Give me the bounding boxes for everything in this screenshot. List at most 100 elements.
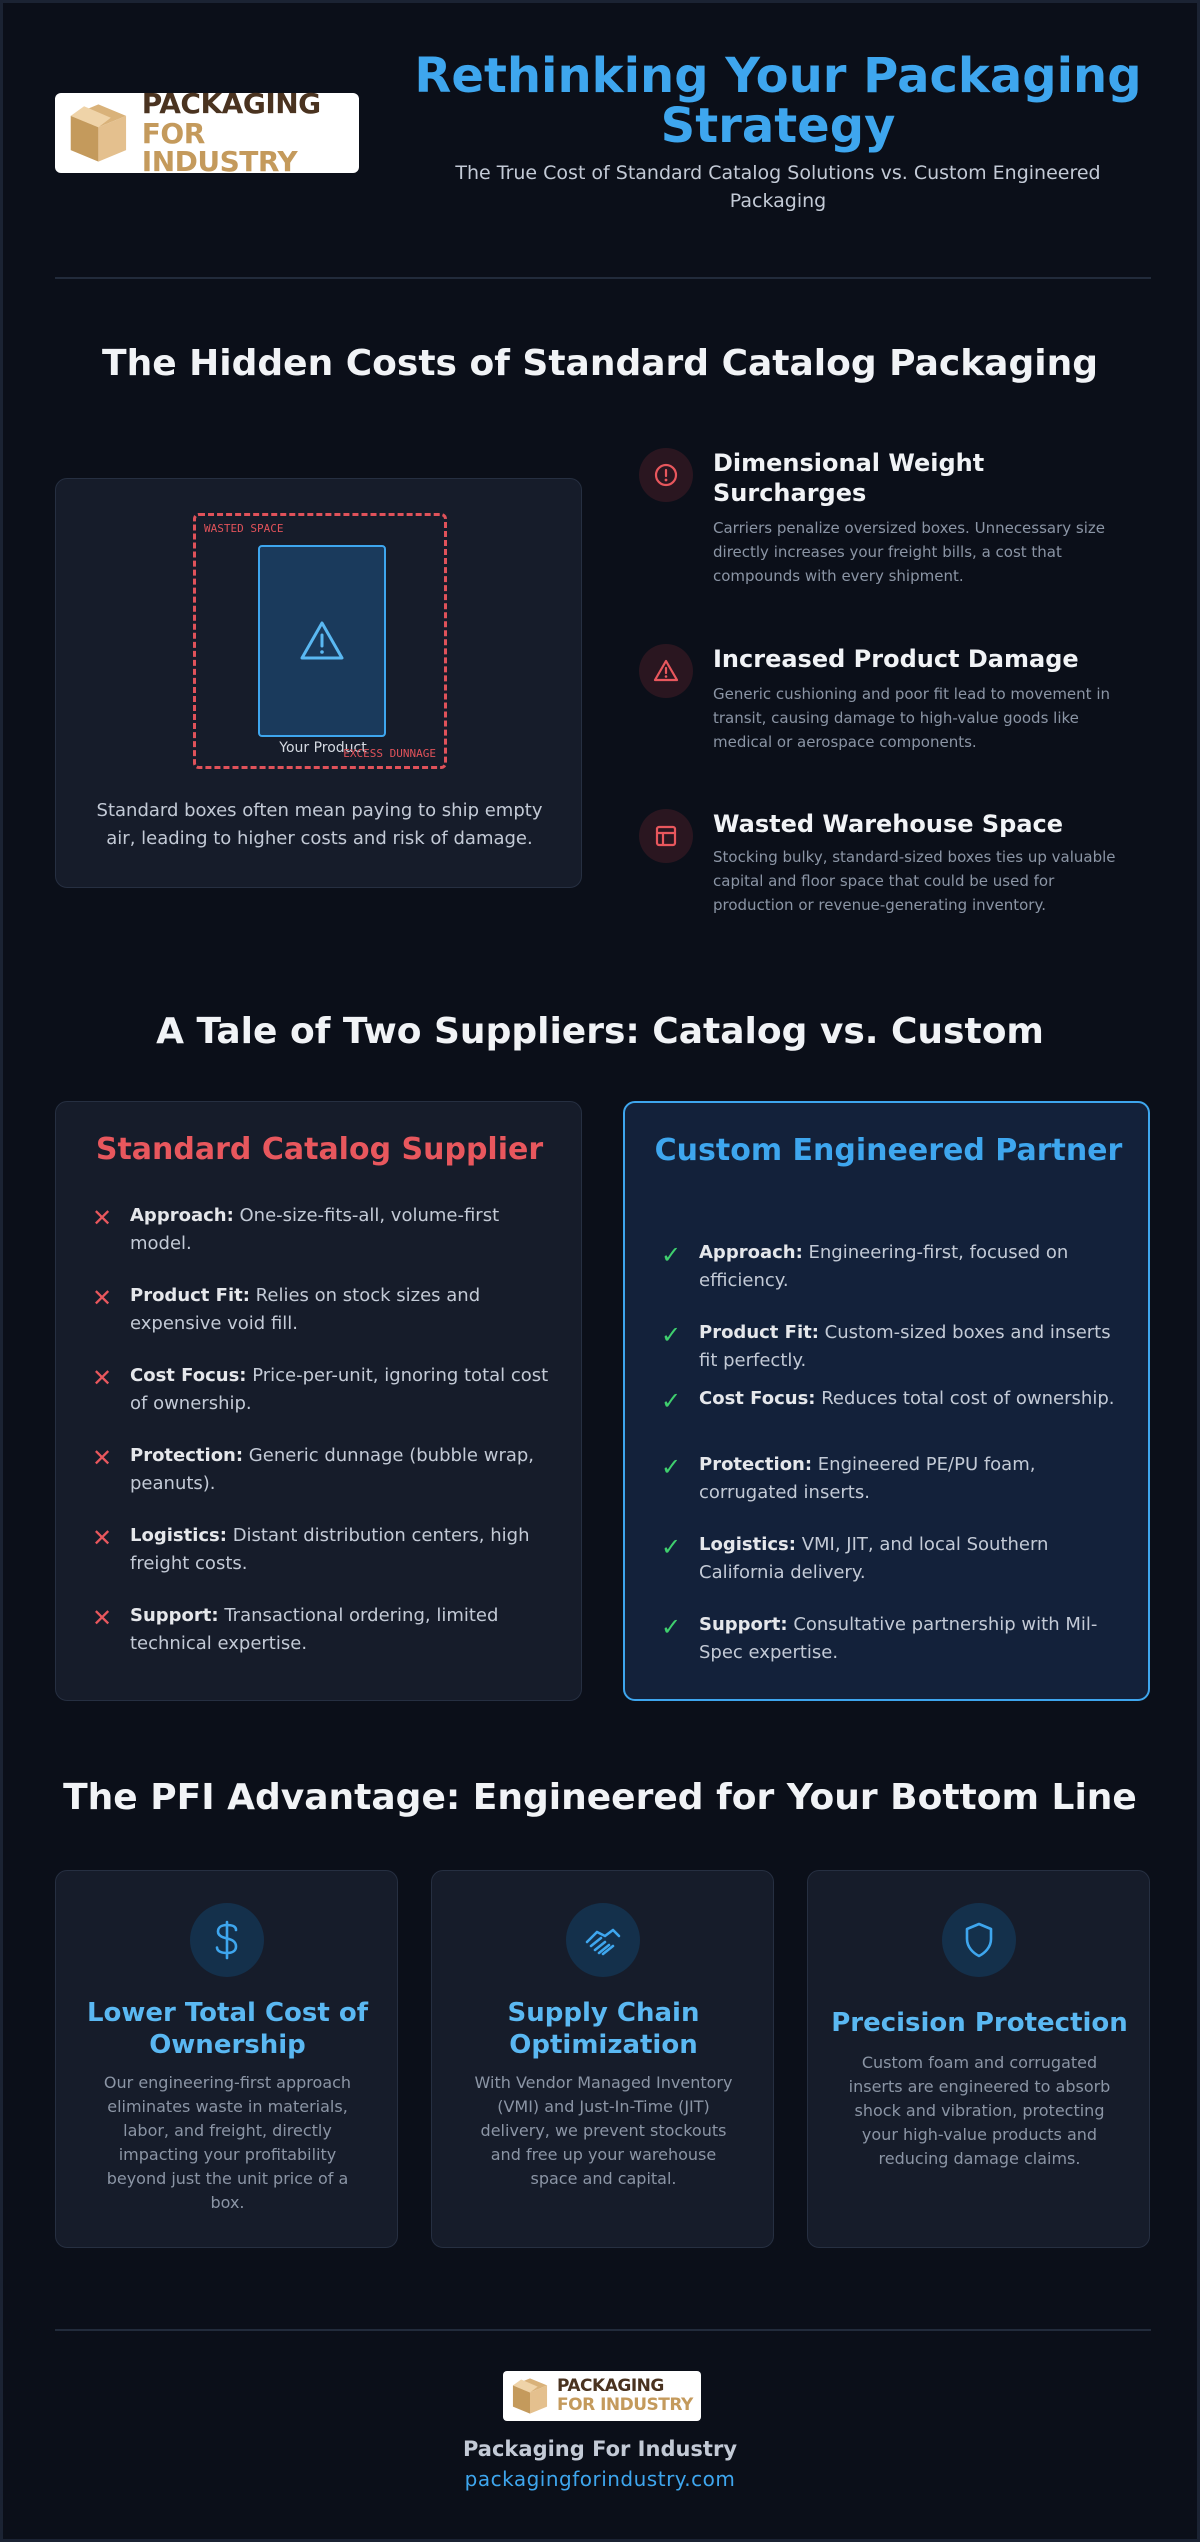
alert-circle-icon — [639, 448, 693, 502]
handshake-icon — [566, 1903, 640, 1977]
item-label: Protection: — [130, 1445, 244, 1466]
advantage-card: Supply Chain Optimization With Vendor Ma… — [431, 1870, 774, 2248]
page-title: Rethinking Your Packaging Strategy — [414, 48, 1142, 154]
item-label: Logistics: — [699, 1534, 796, 1555]
product-box — [258, 545, 386, 737]
logo-line-1: PACKAGING — [141, 87, 321, 120]
wasted-space-illustration: WASTED SPACE Your Product EXCESS DUNNAGE… — [55, 478, 582, 888]
standard-supplier-card: Standard Catalog Supplier ✕ Approach: One… — [55, 1101, 582, 1701]
standard-supplier-title: Standard Catalog Supplier — [95, 1132, 544, 1167]
footer-logo: PACKAGING FOR INDUSTRY — [503, 2371, 701, 2421]
list-item: ✕ Support: Transactional ordering, limite… — [90, 1602, 550, 1662]
item-text: Relies on stock sizes and expensive void… — [130, 1285, 481, 1334]
check-icon: ✓ — [660, 1241, 682, 1269]
page-subtitle: The True Cost of Standard Catalog Soluti… — [455, 162, 1101, 212]
check-icon: ✓ — [660, 1613, 682, 1641]
list-item: ✕ Protection: Generic dunnage (bubble wra… — [90, 1442, 550, 1502]
cost-title: Wasted Warehouse Space — [713, 810, 1064, 838]
logo-line-1: PACKAGING — [557, 2376, 664, 2396]
item-text: Price-per-unit, ignoring total cost of o… — [130, 1365, 549, 1414]
item-text: Engineered PE/PU foam, corrugated insert… — [699, 1454, 1036, 1503]
item-label: Approach: — [699, 1242, 803, 1263]
item-label: Cost Focus: — [699, 1388, 816, 1409]
x-icon: ✕ — [91, 1524, 113, 1552]
list-item: ✕ Approach: One-size-fits-all, volume-fir… — [90, 1202, 550, 1262]
x-icon: ✕ — [91, 1364, 113, 1392]
list-item: ✓ Logistics: VMI, JIT, and local Southern… — [659, 1531, 1119, 1591]
item-text: Distant distribution centers, high freig… — [130, 1525, 530, 1574]
list-item: ✓ Approach: Engineering-first, focused on… — [659, 1239, 1119, 1299]
x-icon: ✕ — [91, 1604, 113, 1632]
cost-title: Dimensional Weight Surcharges — [713, 449, 985, 507]
item-label: Support: — [130, 1605, 219, 1626]
item-text: Consultative partnership with Mil-Spec e… — [699, 1614, 1098, 1663]
item-text: Engineering-first, focused on efficiency… — [699, 1242, 1069, 1291]
cost-title: Increased Product Damage — [713, 645, 1079, 673]
product-label: Your Product — [279, 740, 367, 756]
check-icon: ✓ — [660, 1453, 682, 1481]
advantage-card-description: Our engineering-first approach eliminate… — [103, 2073, 352, 2212]
item-text: Reduces total cost of ownership. — [815, 1388, 1115, 1409]
x-icon: ✕ — [91, 1284, 113, 1312]
item-text: Custom-sized boxes and inserts fit perfe… — [699, 1322, 1111, 1371]
list-item: ✓ Protection: Engineered PE/PU foam, corr… — [659, 1451, 1119, 1511]
brand-logo: PACKAGING FOR INDUSTRY — [55, 87, 359, 178]
warning-icon — [300, 621, 344, 660]
item-label: Support: — [699, 1614, 788, 1635]
illustration-caption: Standard boxes often mean paying to ship… — [96, 800, 543, 849]
standard-box-outline: WASTED SPACE Your Product EXCESS DUNNAGE — [193, 513, 447, 769]
layout-icon — [639, 809, 693, 863]
item-label: Product Fit: — [699, 1322, 819, 1343]
header: PACKAGING FOR INDUSTRY Rethinking Your P… — [55, 43, 1151, 223]
item-label: Logistics: — [130, 1525, 227, 1546]
check-icon: ✓ — [660, 1321, 682, 1349]
x-icon: ✕ — [91, 1204, 113, 1232]
item-text: Transactional ordering, limited technica… — [130, 1605, 499, 1654]
suppliers-title: A Tale of Two Suppliers: Catalog vs. Cus… — [156, 1011, 1044, 1052]
box-logo-icon — [70, 104, 127, 162]
item-label: Cost Focus: — [130, 1365, 247, 1386]
alert-triangle-icon — [639, 644, 693, 698]
list-item: ✓ Support: Consultative partnership with … — [659, 1611, 1119, 1671]
advantage-card-description: With Vendor Managed Inventory (VMI) and … — [474, 2073, 733, 2188]
cost-description: Carriers penalize oversized boxes. Unnec… — [713, 519, 1106, 585]
advantage-card-description: Custom foam and corrugated inserts are e… — [848, 2053, 1111, 2168]
x-icon: ✕ — [91, 1444, 113, 1472]
divider — [55, 277, 1151, 279]
custom-partner-title: Custom Engineered Partner — [654, 1133, 1123, 1168]
list-item: ✓ Product Fit: Custom-sized boxes and ins… — [659, 1319, 1119, 1379]
list-item: ✕ Product Fit: Relies on stock sizes and … — [90, 1282, 550, 1342]
item-label: Approach: — [130, 1205, 234, 1226]
list-item: ✓ Cost Focus: Reduces total cost of owner… — [659, 1385, 1119, 1445]
list-item: ✕ Logistics: Distant distribution centers… — [90, 1522, 550, 1582]
divider — [55, 2329, 1151, 2331]
logo-line-2: FOR INDUSTRY — [557, 2395, 693, 2415]
advantage-card-title: Lower Total Cost of Ownership — [86, 1998, 369, 2060]
advantage-card: Precision Protection Custom foam and cor… — [807, 1870, 1150, 2248]
box-logo-icon — [512, 2378, 548, 2414]
footer-company-name: Packaging For Industry — [462, 2437, 738, 2461]
dollar-icon — [190, 1903, 264, 1977]
item-label: Product Fit: — [130, 1285, 250, 1306]
footer-website-link[interactable]: packagingforindustry.com — [464, 2467, 736, 2491]
shield-icon — [942, 1903, 1016, 1977]
excess-dunnage-label: EXCESS DUNNAGE — [343, 747, 436, 760]
advantage-card-title: Supply Chain Optimization — [507, 1998, 700, 2060]
item-label: Protection: — [699, 1454, 813, 1475]
cost-description: Generic cushioning and poor fit lead to … — [713, 685, 1110, 751]
cost-description: Stocking bulky, standard-sized boxes tie… — [713, 848, 1116, 914]
check-icon: ✓ — [660, 1387, 682, 1415]
wasted-space-label: WASTED SPACE — [204, 522, 284, 535]
advantage-card-title: Precision Protection — [831, 2008, 1128, 2038]
item-text: VMI, JIT, and local Southern California … — [699, 1534, 1049, 1583]
list-item: ✕ Cost Focus: Price-per-unit, ignoring to… — [90, 1362, 550, 1422]
hidden-costs-title: The Hidden Costs of Standard Catalog Pac… — [102, 343, 1098, 384]
item-text: One-size-fits-all, volume-first model. — [130, 1205, 500, 1254]
check-icon: ✓ — [660, 1533, 682, 1561]
custom-partner-card: Custom Engineered Partner ✓ Approach: Eng… — [623, 1101, 1150, 1701]
advantage-card: Lower Total Cost of Ownership Our engine… — [55, 1870, 398, 2248]
logo-line-2: FOR INDUSTRY — [141, 117, 298, 178]
advantage-title: The PFI Advantage: Engineered for Your B… — [63, 1777, 1137, 1818]
item-text: Generic dunnage (bubble wrap, peanuts). — [130, 1445, 535, 1494]
